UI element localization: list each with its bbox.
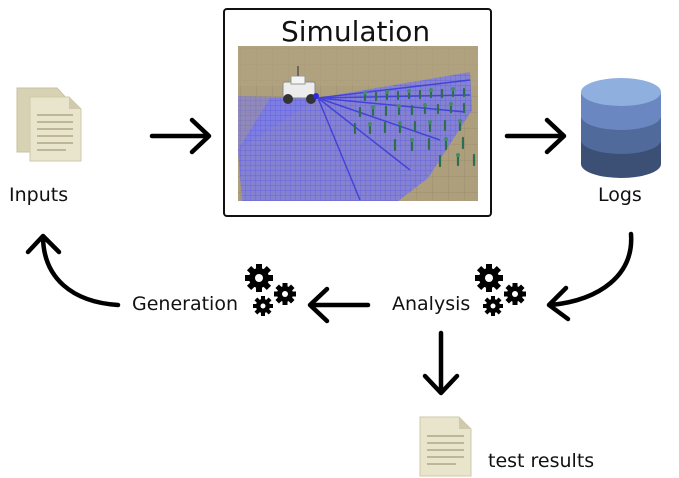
inputs-label: Inputs <box>9 184 69 206</box>
documents-icon <box>16 87 82 162</box>
arrow-analysis-to-generation <box>307 286 371 324</box>
generation-label: Generation <box>132 293 238 315</box>
logs-label: Logs <box>598 184 642 206</box>
arrow-simulation-to-logs <box>504 117 567 155</box>
simulation-view <box>238 46 478 201</box>
generation-gears-icon <box>245 264 296 316</box>
analysis-label: Analysis <box>392 293 471 315</box>
robot <box>282 66 319 104</box>
arrow-inputs-to-simulation <box>149 117 212 155</box>
arrow-analysis-to-test-results <box>422 330 460 396</box>
simulation-title: Simulation <box>281 15 431 48</box>
arrow-logs-to-analysis <box>546 231 634 322</box>
document-icon <box>419 416 472 477</box>
test-results-label: test results <box>488 450 595 472</box>
database-icon <box>581 78 661 178</box>
arrow-generation-to-inputs <box>25 233 121 308</box>
analysis-gears-icon <box>475 264 526 316</box>
